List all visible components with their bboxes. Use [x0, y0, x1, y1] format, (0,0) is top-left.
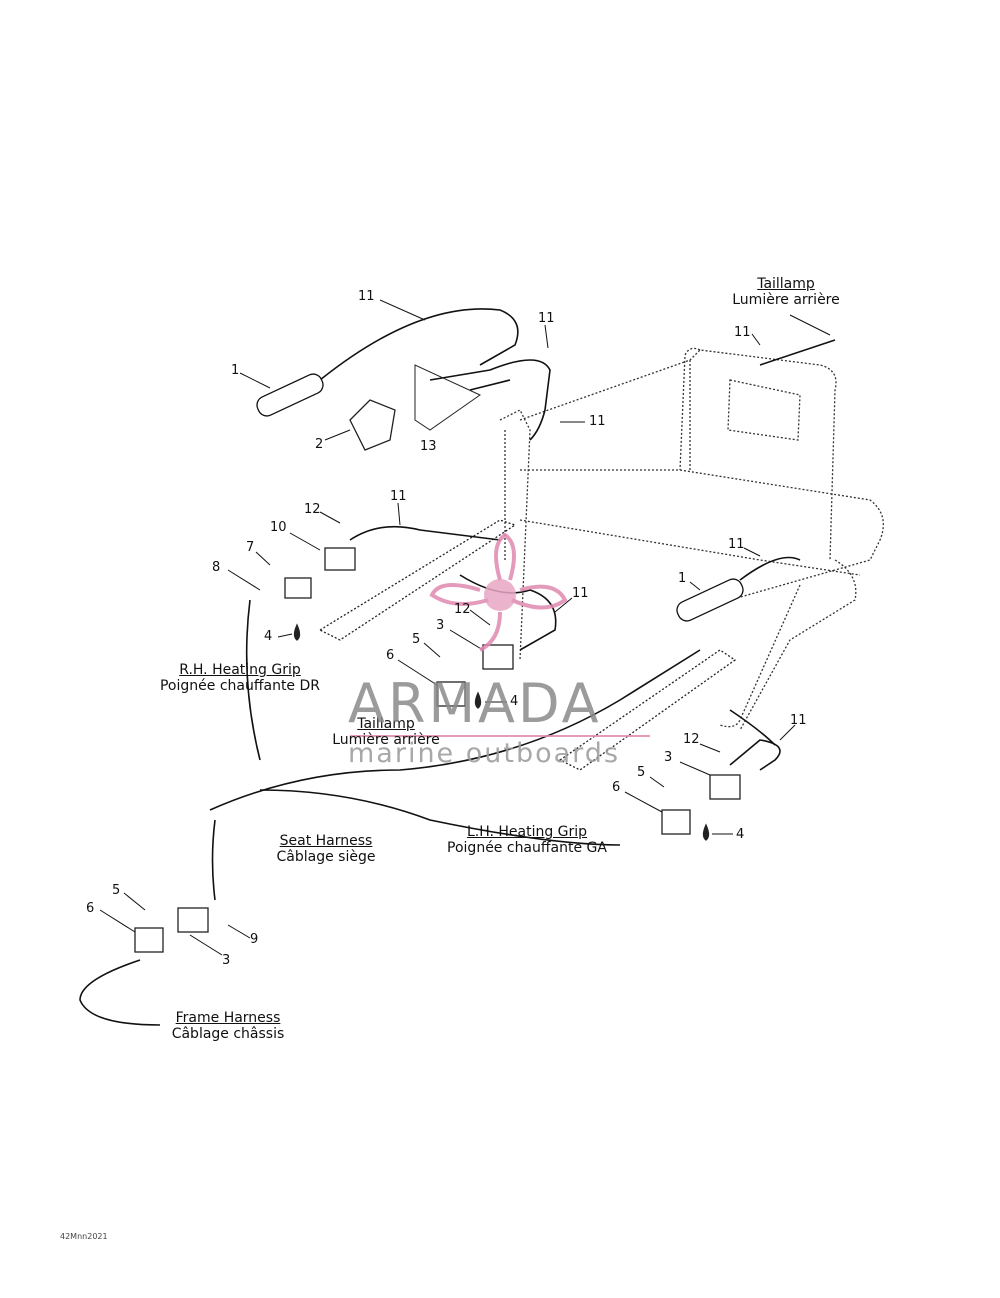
callout-10: 10	[270, 520, 287, 535]
callout-11: 11	[790, 713, 807, 728]
part-4a	[293, 623, 301, 641]
part-4b	[474, 691, 482, 709]
callout-11: 11	[572, 586, 589, 601]
callout-5: 5	[412, 632, 421, 647]
callout-7: 7	[246, 540, 255, 555]
part-8	[284, 577, 312, 599]
callout-11: 11	[728, 537, 745, 552]
callout-1: 1	[678, 571, 687, 586]
rh-heating-grip-label-fr: Poignée chauffante DR	[159, 678, 321, 694]
callout-5: 5	[112, 883, 121, 898]
watermark-tagline: marine outboards	[348, 738, 621, 769]
callout-5: 5	[637, 765, 646, 780]
callout-6: 6	[386, 648, 395, 663]
watermark-brand: ARMADA	[348, 672, 602, 735]
callout-6: 6	[612, 780, 621, 795]
callout-4: 4	[736, 827, 745, 842]
part-13-bracket	[414, 364, 481, 431]
seat-harness-label-fr: Câblage siège	[276, 849, 376, 865]
part-3b	[709, 774, 741, 800]
frame-harness-label-en: Frame Harness	[175, 1010, 281, 1026]
rh-heating-grip-label-en: R.H. Heating Grip	[179, 662, 301, 678]
rh-grip-part	[256, 373, 324, 417]
callout-1: 1	[231, 363, 240, 378]
callout-4: 4	[264, 629, 273, 644]
taillamp-mid-label-en: Taillamp	[357, 716, 415, 732]
callout-11: 11	[538, 311, 555, 326]
taillamp-mid-label-fr: Lumière arrière	[332, 732, 440, 748]
part-3a	[482, 644, 514, 670]
callout-13: 13	[420, 439, 437, 454]
part-6b	[661, 809, 691, 835]
lh-heating-grip-label-en: L.H. Heating Grip	[466, 824, 588, 840]
callout-3: 3	[436, 618, 445, 633]
callout-6: 6	[86, 901, 95, 916]
part-2-block	[349, 399, 396, 451]
lh-grip-part	[676, 578, 744, 622]
wires	[79, 308, 836, 1026]
seat-harness-label-en: Seat Harness	[279, 833, 373, 849]
part-6c	[134, 927, 164, 953]
callout-11: 11	[589, 414, 606, 429]
leader-lines	[99, 299, 831, 956]
callout-12: 12	[454, 602, 471, 617]
part-10	[324, 547, 356, 571]
watermark-propeller-icon	[429, 532, 568, 652]
frame-rack-outline	[499, 347, 884, 731]
callout-11: 11	[390, 489, 407, 504]
callout-4: 4	[510, 694, 519, 709]
callout-12: 12	[304, 502, 321, 517]
callout-2: 2	[315, 437, 324, 452]
callout-11: 11	[734, 325, 751, 340]
callout-11: 11	[358, 289, 375, 304]
callout-12: 12	[683, 732, 700, 747]
callout-3: 3	[664, 750, 673, 765]
taillamp-top-label-en: Taillamp	[757, 276, 815, 292]
lh-heating-grip-label-fr: Poignée chauffante GA	[447, 840, 607, 856]
callout-8: 8	[212, 560, 221, 575]
lh-bar	[558, 649, 737, 771]
part-3c	[177, 907, 209, 933]
callout-9: 9	[250, 932, 259, 947]
taillamp-top-label-fr: Lumière arrière	[732, 292, 840, 308]
drawing-code: 42Mnn2021	[60, 1232, 108, 1241]
part-4c	[702, 823, 710, 841]
rh-bar	[318, 519, 517, 641]
callout-3: 3	[222, 953, 231, 968]
part-6a	[436, 681, 466, 707]
frame-harness-label-fr: Câblage châssis	[171, 1026, 285, 1042]
